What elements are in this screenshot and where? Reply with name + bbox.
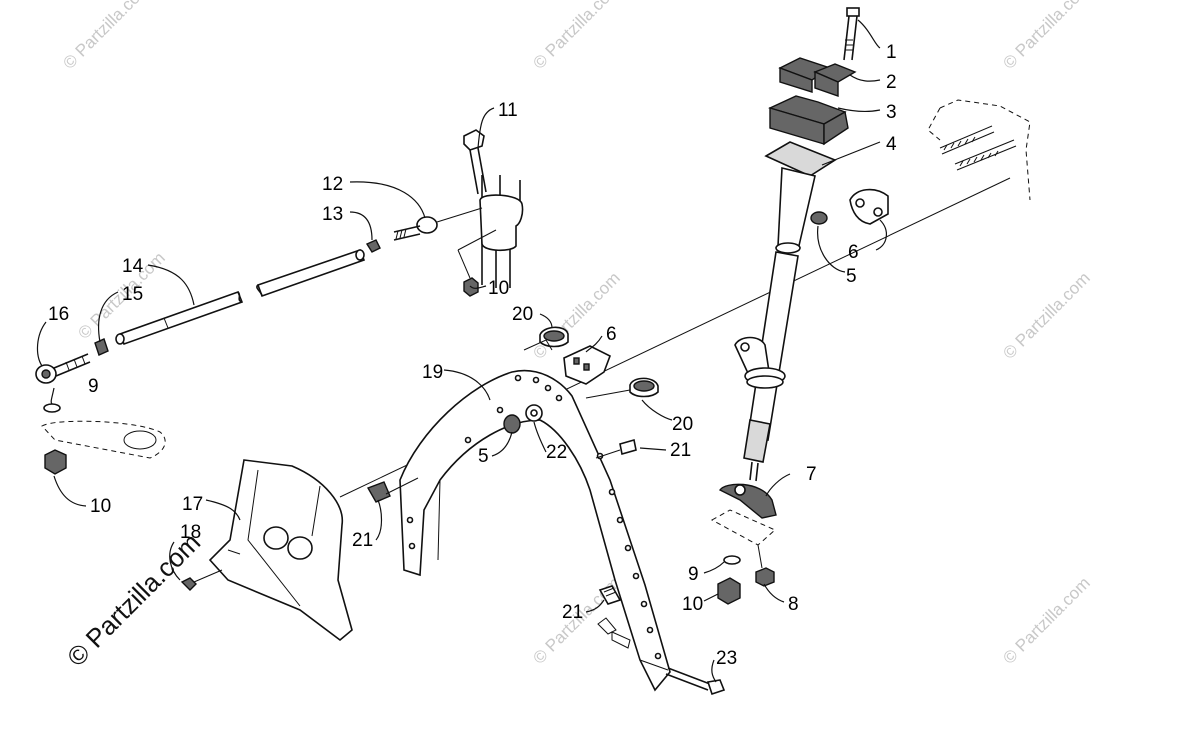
callout-23: 23 <box>716 648 737 669</box>
callout-13: 13 <box>322 204 343 225</box>
leader-lines <box>36 19 887 683</box>
callout-5: 5 <box>478 446 489 467</box>
watermark-text: © Partzilla.com <box>999 573 1093 667</box>
shield-panel <box>180 459 353 642</box>
callout-15: 15 <box>122 284 143 305</box>
callout-labels: 1 2 3 4 5 6 11 12 13 10 14 15 16 9 10 20… <box>48 42 897 669</box>
callout-4: 4 <box>886 134 897 155</box>
callout-20: 20 <box>512 304 533 325</box>
callout-17: 17 <box>182 494 203 515</box>
callout-10: 10 <box>90 496 111 517</box>
callout-3: 3 <box>886 102 897 123</box>
callout-6: 6 <box>606 324 617 345</box>
steering-post-assembly <box>710 7 889 605</box>
callout-21: 21 <box>670 440 691 461</box>
callout-21: 21 <box>352 530 373 551</box>
callout-6: 6 <box>848 242 859 263</box>
callout-7: 7 <box>806 464 817 485</box>
callout-9: 9 <box>88 376 99 397</box>
watermark-text: © Partzilla.com <box>999 0 1093 73</box>
watermark-large: © Partzilla.com <box>61 527 206 672</box>
watermark-text: © Partzilla.com <box>999 268 1093 362</box>
callout-18: 18 <box>180 522 201 543</box>
callout-2: 2 <box>886 72 897 93</box>
watermarks: © Partzilla.com © Partzilla.com © Partzi… <box>59 0 1093 672</box>
frame-outline-dashed <box>927 99 1031 201</box>
callout-10: 10 <box>488 278 509 299</box>
callout-10: 10 <box>682 594 703 615</box>
callout-11: 11 <box>498 100 518 121</box>
callout-20: 20 <box>672 414 693 435</box>
callout-12: 12 <box>322 174 343 195</box>
callout-1: 1 <box>886 42 897 63</box>
callout-19: 19 <box>422 362 443 383</box>
callout-22: 22 <box>546 442 567 463</box>
callout-16: 16 <box>48 304 69 325</box>
callout-8: 8 <box>788 594 799 615</box>
callout-14: 14 <box>122 256 144 277</box>
callout-9: 9 <box>688 564 699 585</box>
bolt-head <box>846 7 860 17</box>
callout-5: 5 <box>846 266 857 287</box>
callout-21: 21 <box>562 602 583 623</box>
front-frame <box>366 326 726 696</box>
tie-rod-assembly <box>35 129 524 475</box>
watermark-text: © Partzilla.com <box>529 0 623 73</box>
watermark-text: © Partzilla.com <box>59 0 153 73</box>
